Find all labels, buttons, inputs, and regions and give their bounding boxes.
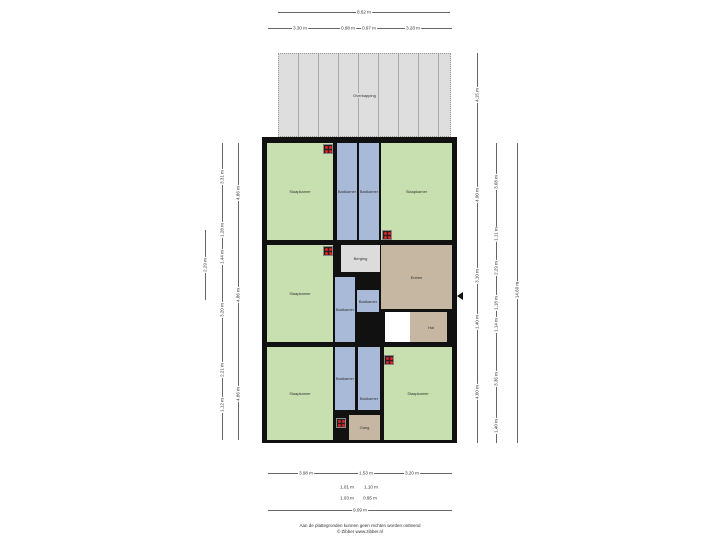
dim-left-c: 1.44 m (219, 249, 225, 265)
dim-bottom-total: 9.09 m (352, 507, 368, 513)
hob-icon (323, 144, 333, 154)
dim-left-h: 2.29 m (202, 257, 208, 273)
dim-bottom-7: 0.95 m (362, 495, 378, 501)
dim-top-total: 8.62 m (356, 9, 372, 15)
hob-icon (384, 355, 394, 365)
room-hal: Hal (385, 312, 447, 342)
dim-right-b3: 2.29 m (493, 260, 499, 276)
dim-bottom-5: 1.10 m (363, 484, 379, 490)
dim-right-b4: 1.18 m (493, 295, 499, 311)
dim-left-b: 1.28 m (219, 222, 225, 238)
dim-left-a: 3.31 m (219, 169, 225, 185)
dim-left-d: 3.20 m (219, 302, 225, 318)
dim-left-e: 2.21 m (219, 362, 225, 378)
room-overkapping: Overkapping (278, 53, 451, 137)
hob-icon (336, 418, 346, 428)
dim-top-4: 3.28 m (405, 25, 421, 31)
dim-left-g1: 4.86 m (235, 185, 241, 201)
dim-right-b5: 1.14 m (493, 317, 499, 333)
dim-left-g3: 4.86 m (235, 386, 241, 402)
hob-icon (382, 230, 392, 240)
room-badkamer-3: Badkamer (335, 277, 355, 342)
dim-bottom-4: 1.01 m (339, 484, 355, 490)
dim-right-a5: 4.60 m (474, 384, 480, 400)
dim-top-2: 0.98 m (340, 25, 356, 31)
dim-right-a2: 4.90 m (474, 187, 480, 203)
dim-right-b7: 1.40 m (493, 418, 499, 434)
entrance-arrow-icon (457, 292, 463, 300)
dim-top-3: 0.97 m (361, 25, 377, 31)
room-badkamer-6: Badkamer (358, 347, 380, 410)
dim-right-a3: 3.10 m (474, 268, 480, 284)
dim-bottom-1: 3.98 m (298, 470, 314, 476)
room-gang: Gang (349, 415, 380, 440)
room-slaapkamer-tr: Slaapkamer (381, 143, 452, 240)
room-badkamer-1: Badkamer (337, 143, 357, 240)
dim-bottom-6: 1.03 m (339, 495, 355, 501)
dim-right-b6: 3.36 m (493, 371, 499, 387)
room-badkamer-2: Badkamer (359, 143, 379, 240)
room-badkamer-4: Badkamer (357, 290, 379, 312)
room-entree: Entree (381, 245, 452, 309)
dim-right-b1: 3.68 m (493, 174, 499, 190)
dim-right-a4: 1.40 m (474, 314, 480, 330)
dim-right-total: 14.69 m (514, 280, 520, 300)
dim-bottom-2: 1.53 m (358, 470, 374, 476)
hob-icon (323, 246, 333, 256)
dim-right-a1: 4.15 m (474, 87, 480, 103)
disclaimer: Aan de plattegronden kunnen geen rechten… (299, 523, 421, 528)
dim-bottom-3: 3.20 m (404, 470, 420, 476)
dim-top-1: 3.30 m (292, 25, 308, 31)
copyright: © Zibber www.zibber.nl (336, 529, 384, 534)
dim-right-b2: 1.11 m (493, 226, 499, 242)
room-badkamer-5: Badkamer (335, 347, 355, 410)
room-slaapkamer-br: Slaapkamer (384, 347, 452, 440)
room-berging: Berging (341, 245, 380, 272)
dim-left-f: 1.12 m (219, 397, 225, 413)
room-slaapkamer-tl: Slaapkamer (267, 143, 333, 240)
room-slaapkamer-bl: Slaapkamer (267, 347, 333, 440)
room-label: Overkapping (353, 92, 376, 98)
dim-left-g2: 4.86 m (235, 287, 241, 303)
room-slaapkamer-ml: Slaapkamer (267, 245, 333, 342)
